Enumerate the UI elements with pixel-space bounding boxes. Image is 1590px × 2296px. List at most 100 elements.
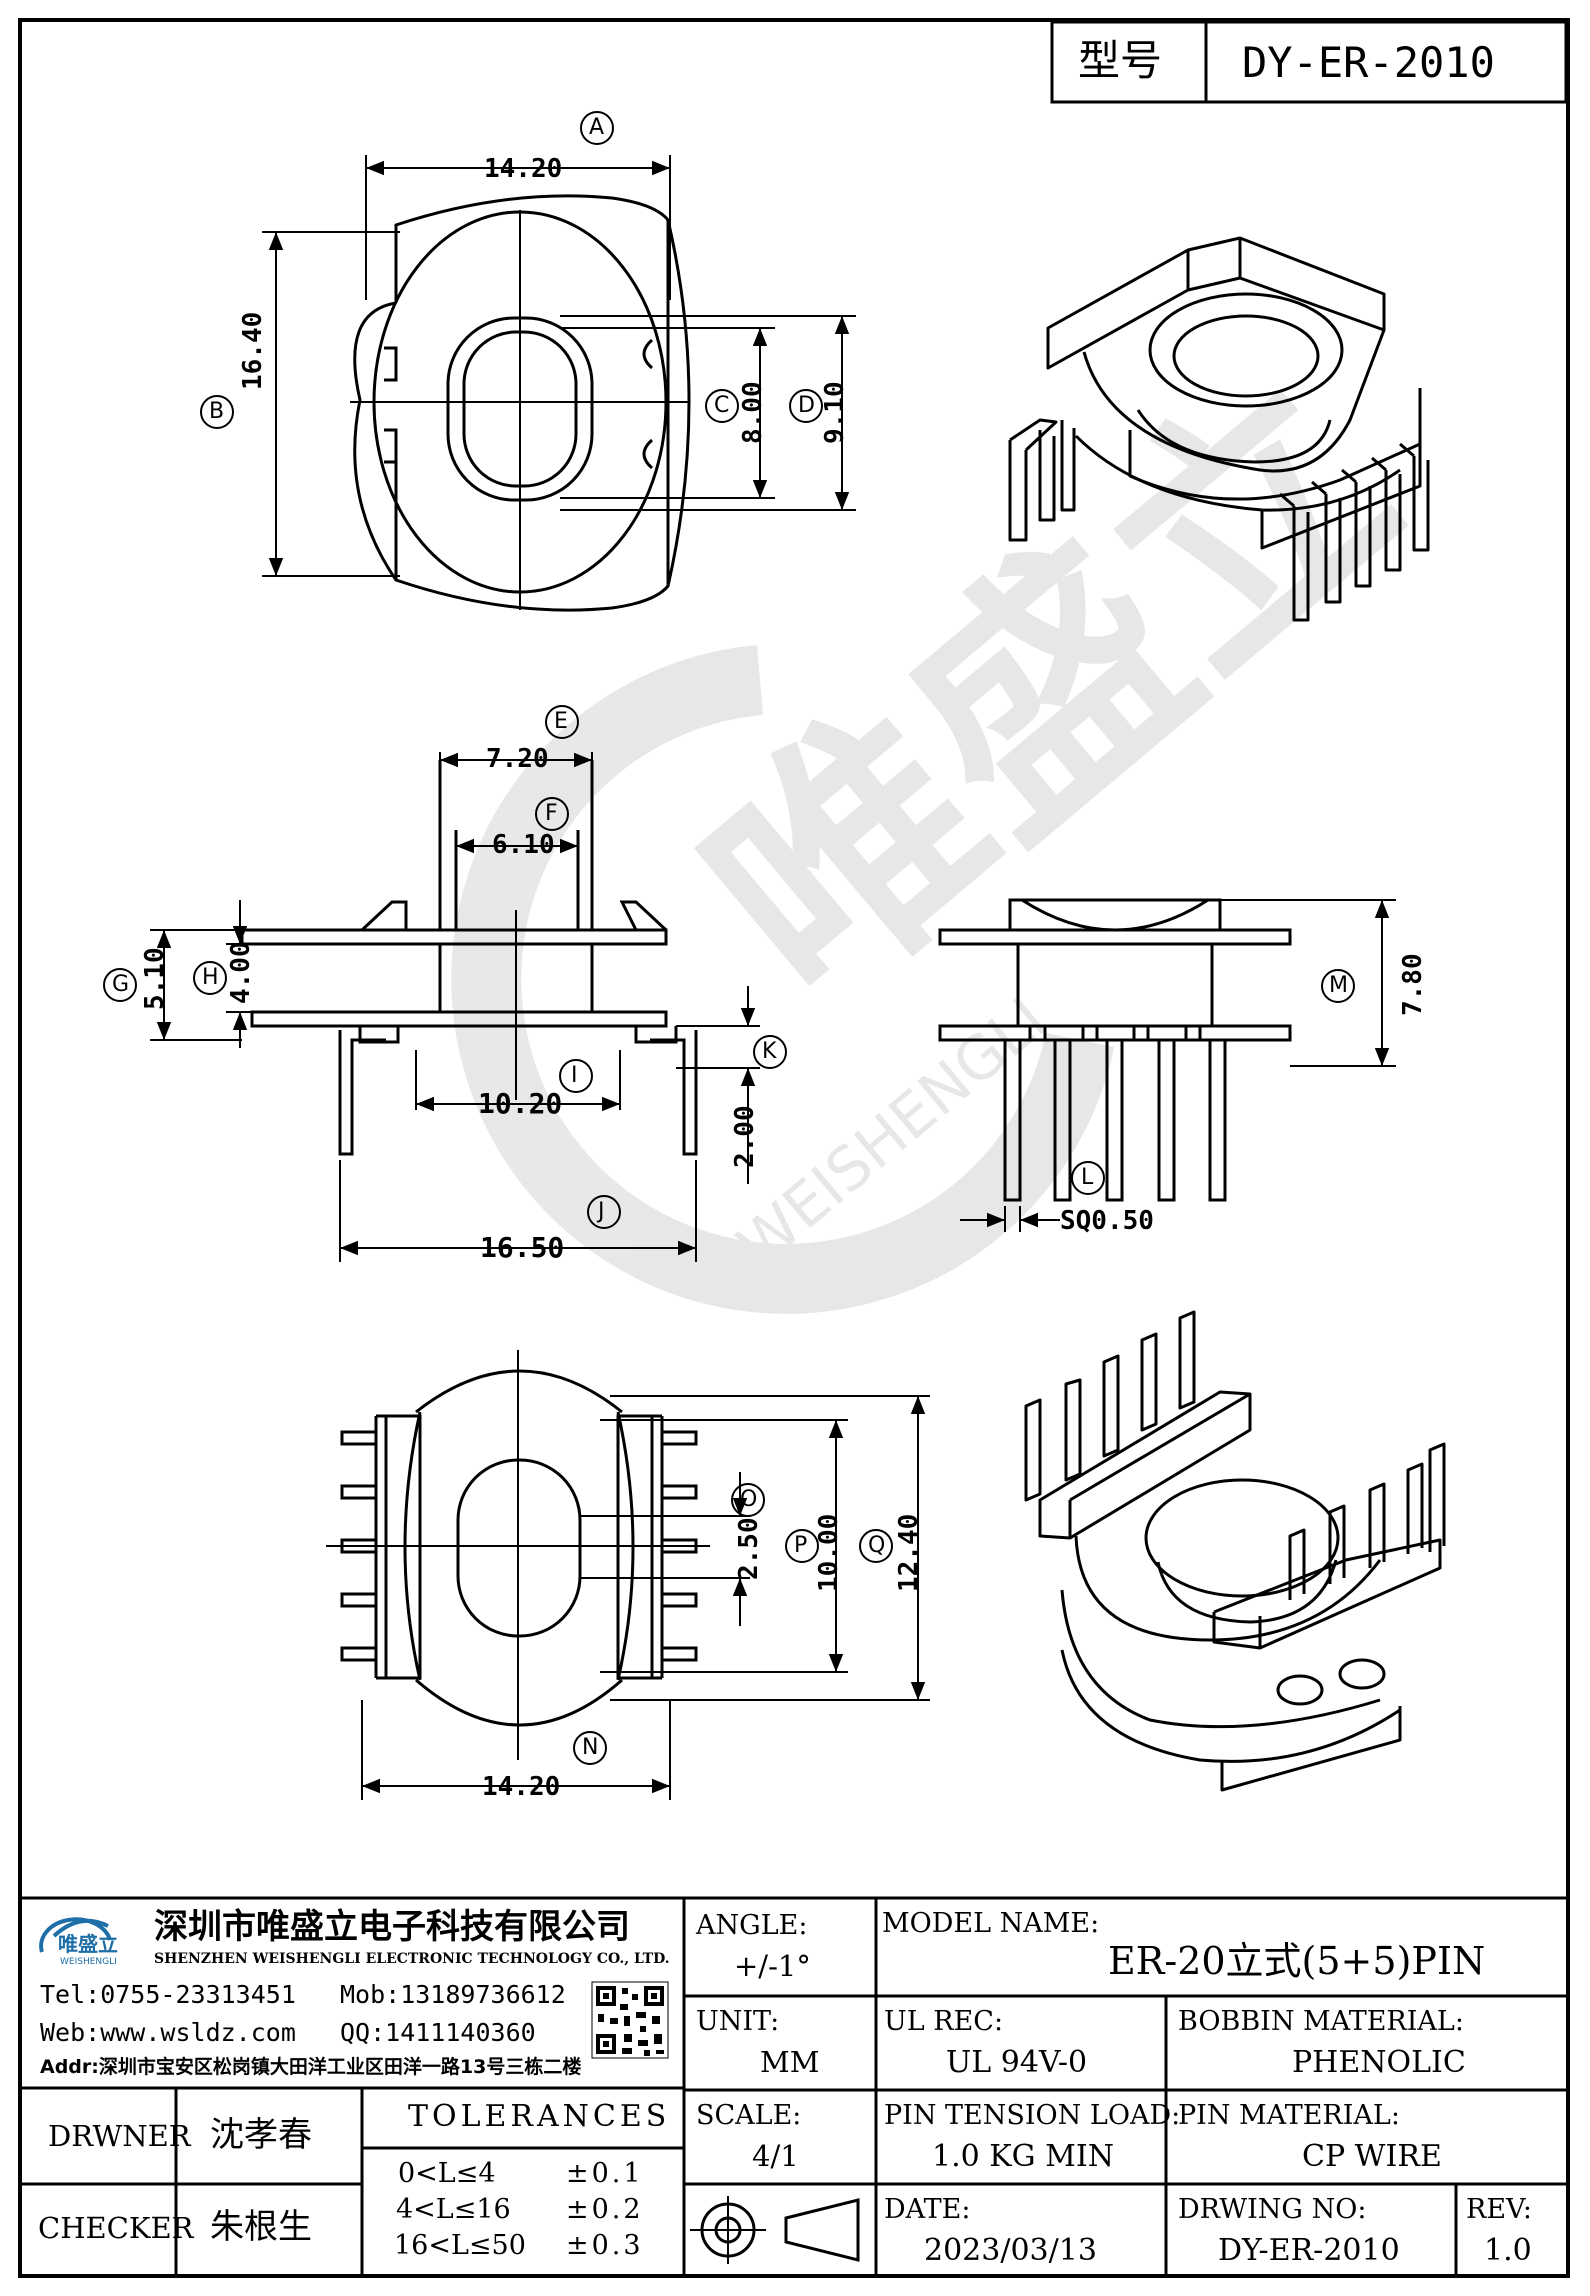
label-circle-I xyxy=(559,1059,593,1093)
unit-value: MM xyxy=(760,2045,820,2079)
label-circle-Q xyxy=(859,1529,893,1563)
label-L: L xyxy=(1081,1165,1094,1190)
front-view-dims xyxy=(103,705,787,1262)
label-C: C xyxy=(714,393,730,418)
front-view xyxy=(240,760,698,1156)
tolerances-label: TOLERANCES xyxy=(408,2099,671,2134)
dim-I: 10.20 xyxy=(478,1087,563,1120)
title-block-grid xyxy=(20,1896,1568,2276)
label-D: D xyxy=(798,393,815,418)
ul-label: UL REC: xyxy=(884,2006,1004,2037)
projection-symbol-icon xyxy=(690,2196,860,2264)
dim-G: 5.10 xyxy=(140,947,170,1010)
label-circle-D xyxy=(789,389,823,423)
dim-F: 6.10 xyxy=(492,830,555,860)
label-circle-M xyxy=(1321,969,1355,1003)
angle-label: ANGLE: xyxy=(696,1910,808,1941)
sheet-border xyxy=(18,18,1570,2278)
bobbin-label: BOBBIN MATERIAL: xyxy=(1178,2006,1464,2037)
dim-B: 16.40 xyxy=(238,311,268,390)
model-header-value: DY-ER-2010 xyxy=(1242,38,1495,87)
company-mob: Mob:13189736612 xyxy=(340,1980,566,2009)
dim-C: 8.00 xyxy=(738,381,768,444)
dim-M: 7.80 xyxy=(1398,953,1428,1016)
dim-D: 9.10 xyxy=(820,381,850,444)
tol-value-2: ±0.2 xyxy=(566,2194,644,2225)
pin-material-label: PIN MATERIAL: xyxy=(1178,2100,1400,2131)
label-circle-E xyxy=(545,705,579,739)
pin-tension-label: PIN TENSION LOAD: xyxy=(884,2100,1181,2131)
dim-Q: 12.40 xyxy=(894,1513,924,1592)
watermark-logo: 唯盛立 WEISHENGLI xyxy=(451,325,1448,1314)
angle-value: +/-1° xyxy=(734,1949,811,1983)
bottom-view-dims xyxy=(361,1395,930,1800)
top-view xyxy=(350,194,691,612)
label-B: B xyxy=(209,399,225,424)
svg-text:唯盛立: 唯盛立 xyxy=(656,325,1448,1058)
top-view-dims xyxy=(200,111,856,577)
qr-code xyxy=(591,1981,669,2059)
company-addr: Addr:深圳市宝安区松岗镇大田洋工业区田洋一路13号三栋二楼 xyxy=(40,2056,582,2078)
drwing-no-value: DY-ER-2010 xyxy=(1218,2233,1400,2268)
company-logo-icon xyxy=(39,1917,112,1953)
label-F: F xyxy=(545,801,558,826)
side-view-dims xyxy=(960,899,1396,1232)
dim-E: 7.20 xyxy=(486,744,549,774)
label-H: H xyxy=(202,965,219,990)
scale-value: 4/1 xyxy=(752,2139,799,2173)
label-E: E xyxy=(554,709,568,734)
dim-P: 10.00 xyxy=(814,1513,844,1592)
label-circle-A xyxy=(580,111,614,145)
side-view xyxy=(938,898,1292,1202)
bottom-view xyxy=(326,1350,710,1760)
pin-tension-value: 1.0 KG MIN xyxy=(932,2139,1114,2174)
unit-label: UNIT: xyxy=(696,2006,780,2037)
tol-range-3: 16<L≤50 xyxy=(394,2230,526,2261)
dim-O: 2.50 xyxy=(734,1517,764,1580)
bobbin-value: PHENOLIC xyxy=(1292,2045,1466,2080)
label-circle-P xyxy=(785,1529,819,1563)
checker-label: CHECKER xyxy=(38,2211,194,2245)
dim-A: 14.20 xyxy=(484,154,563,184)
label-G: G xyxy=(112,972,130,997)
label-circle-C xyxy=(705,389,739,423)
label-circle-K xyxy=(753,1035,787,1069)
model-name-label: MODEL NAME: xyxy=(882,1908,1100,1939)
dim-H: 4.00 xyxy=(226,941,256,1004)
label-circle-J xyxy=(587,1195,621,1229)
model-header-label: 型号 xyxy=(1078,36,1163,85)
rev-value: 1.0 xyxy=(1484,2233,1532,2268)
label-J: J xyxy=(598,1199,605,1224)
company-logo-sub: WEISHENGLI xyxy=(60,1957,117,1967)
company-web: Web:www.wsldz.com xyxy=(40,2018,296,2047)
company-tel: Tel:0755-23313451 xyxy=(40,1980,296,2009)
label-I: I xyxy=(571,1063,578,1088)
iso-view-top xyxy=(1008,236,1430,622)
tol-value-1: ±0.1 xyxy=(566,2158,644,2189)
label-A: A xyxy=(589,115,605,140)
tol-range-2: 4<L≤16 xyxy=(396,2194,511,2225)
rev-label: REV: xyxy=(1466,2194,1532,2225)
label-circle-F xyxy=(535,797,569,831)
label-circle-N xyxy=(573,1731,607,1765)
checker-value: 朱根生 xyxy=(210,2207,312,2247)
date-label: DATE: xyxy=(884,2194,971,2225)
dim-J: 16.50 xyxy=(480,1231,565,1264)
tol-value-3: ±0.3 xyxy=(566,2230,644,2261)
dim-N: 14.20 xyxy=(482,1772,561,1802)
label-circle-G xyxy=(103,968,137,1002)
label-N: N xyxy=(582,1735,599,1760)
label-circle-B xyxy=(200,395,234,429)
drawer-value: 沈孝春 xyxy=(210,2115,312,2155)
label-circle-H xyxy=(193,961,227,995)
ul-value: UL 94V-0 xyxy=(946,2045,1088,2080)
model-name-value: ER-20立式(5+5)PIN xyxy=(1108,1939,1486,1983)
pin-material-value: CP WIRE xyxy=(1302,2139,1442,2174)
label-circle-O xyxy=(731,1483,765,1517)
drawer-label: DRWNER xyxy=(48,2119,191,2153)
scale-label: SCALE: xyxy=(696,2100,802,2131)
label-K: K xyxy=(762,1039,777,1064)
company-qq: QQ:1411140360 xyxy=(340,2018,536,2047)
label-Q: Q xyxy=(868,1533,886,1558)
